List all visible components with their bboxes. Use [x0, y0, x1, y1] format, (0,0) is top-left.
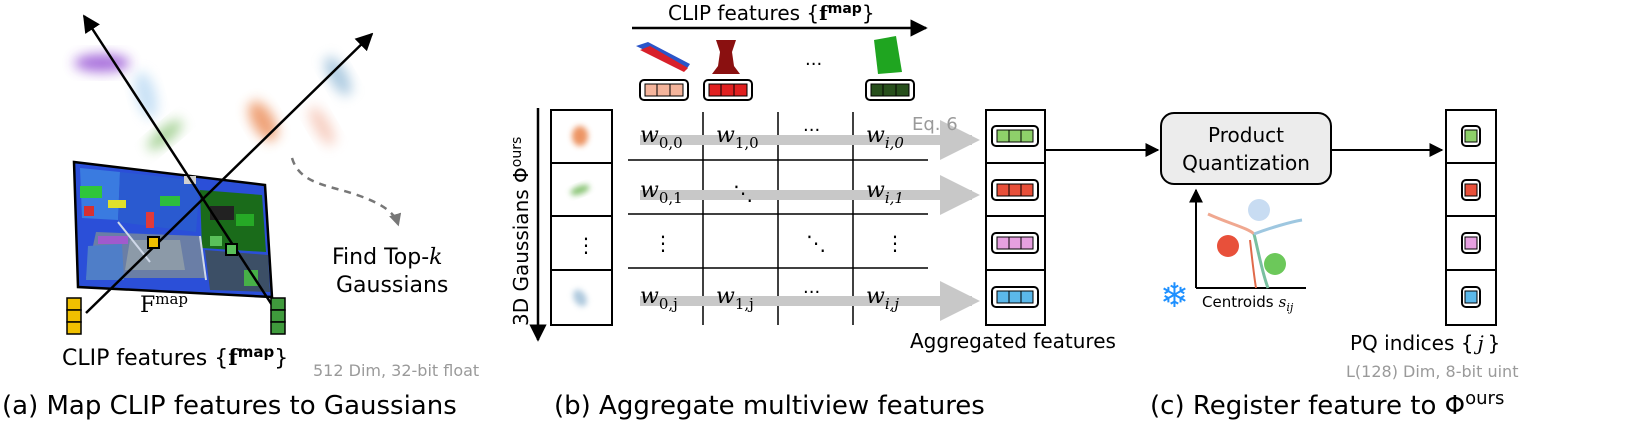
pq-line1: Product: [1208, 123, 1284, 147]
weight-w1j: w1,j: [716, 284, 754, 313]
pixel-yellow-marker: [147, 236, 160, 249]
aggregation-arrows: [640, 120, 980, 321]
panel-a: Fmap Find Top-k Gaussians CLIP features …: [2, 14, 479, 421]
aggregated-feature-blue: [991, 286, 1039, 308]
weight-row1-diag: ⋱: [733, 181, 753, 205]
weight-wi1: wi,1: [866, 178, 904, 207]
gaussians-axis-label: 3D Gaussians Φours: [509, 137, 533, 326]
caption-a: (a) Map CLIP features to Gaussians: [2, 391, 457, 421]
centroid-blue: [1248, 199, 1270, 221]
gaussians-label: Gaussians: [336, 273, 448, 298]
fmap-label: Fmap: [140, 290, 188, 318]
clip-features-label: CLIP features {fmap}: [62, 343, 288, 371]
top-dots: ···: [805, 54, 822, 75]
eq-label: Eq. 6: [912, 114, 958, 135]
yellow-feature-vector: [66, 297, 82, 335]
pixel-green-marker: [225, 243, 238, 256]
pq-line2: Quantization: [1182, 151, 1310, 175]
pq-indices-label: PQ indices {j}: [1350, 331, 1500, 355]
clip-feature-box-n: [865, 79, 915, 101]
weight-w10: w1,0: [716, 123, 759, 152]
gaussian-green: [147, 119, 183, 151]
gaussian-orange: [248, 101, 278, 141]
ray-right: [85, 32, 374, 314]
ray-left: [82, 14, 274, 306]
weight-wi0: wi,0: [866, 123, 904, 152]
green-feature-vector: [270, 297, 286, 335]
weight-w00: w0,0: [640, 123, 683, 152]
gaussian-purple: [74, 54, 130, 72]
centroid-plot: [1189, 188, 1306, 289]
clip-axis-label: CLIP features {fmap}: [668, 1, 875, 25]
object-icon-book: [874, 36, 902, 74]
centroid-green: [1264, 253, 1286, 275]
aggregated-feature-red: [991, 179, 1039, 201]
svg-text:⋮: ⋮: [576, 233, 596, 257]
clip-feature-box-1: [639, 79, 689, 101]
weight-row0-dots: ···: [803, 120, 820, 141]
find-topk-arrow: [290, 157, 402, 227]
pq-box: [1160, 112, 1332, 185]
pq-index-red: [1461, 179, 1481, 201]
gaussian-peach: [309, 106, 335, 146]
aggregated-feature-green: [991, 125, 1039, 147]
weight-wij: wi,j: [866, 284, 899, 313]
find-topk-label: Find Top-k: [332, 245, 442, 270]
weight-table: [628, 112, 928, 325]
snowflake-icon: ❄: [1160, 276, 1189, 316]
caption-c: (c) Register feature to Φours: [1150, 388, 1504, 421]
object-icon-pen: [636, 42, 690, 72]
clip-feature-box-2: [703, 79, 753, 101]
gaussian-blue: [324, 56, 352, 96]
centroid-red: [1217, 235, 1239, 257]
weight-row2-diag: ⋱: [806, 231, 826, 255]
object-icon-vase: [712, 40, 740, 74]
aggregated-feature-pink: [991, 232, 1039, 254]
panel-b: CLIP features {fmap} ···: [509, 1, 1116, 421]
gaussian-lightblue: [134, 71, 158, 119]
caption-b: (b) Aggregate multiview features: [554, 391, 985, 421]
pq-index-blue: [1461, 286, 1481, 308]
weight-w01: w0,1: [640, 178, 683, 207]
dim-note-c: L(128) Dim, 8-bit uint: [1346, 362, 1518, 381]
weight-row2-vdots-right: ⋮: [885, 231, 905, 255]
dim-note-a: 512 Dim, 32-bit float: [313, 361, 479, 380]
weight-row2-vdots-left: ⋮: [653, 231, 673, 255]
weight-row3-dots: ···: [803, 282, 820, 303]
pq-index-pink: [1461, 232, 1481, 254]
gaussian-column: ⋮: [550, 109, 613, 326]
pq-index-green: [1461, 125, 1481, 147]
weight-w0j: w0,j: [640, 284, 678, 313]
aggregated-label: Aggregated features: [910, 329, 1116, 353]
